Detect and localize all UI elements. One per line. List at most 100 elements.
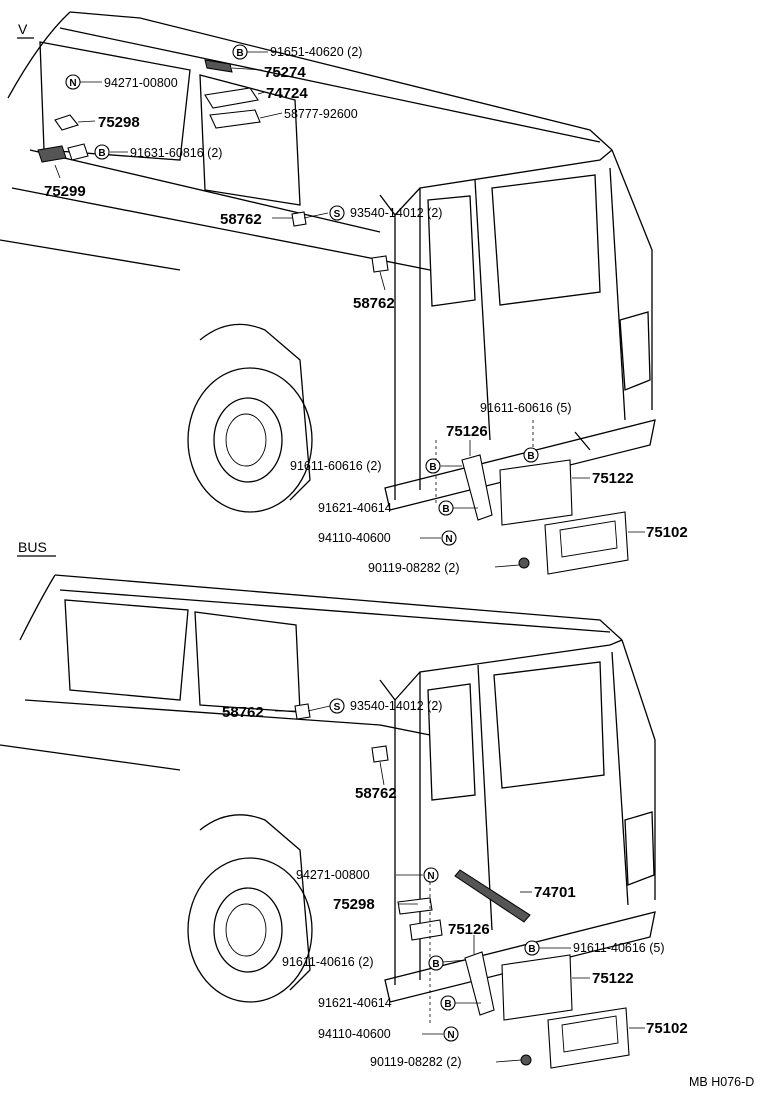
- van-rear-side-window-bus: [194, 611, 301, 713]
- label-94271-v: 94271-00800: [104, 76, 178, 90]
- part-plate-inner-v: [559, 520, 618, 558]
- leaders-v: [54, 51, 645, 568]
- van-wheel-hub-v: [225, 413, 267, 467]
- mark-n-94271-bus: N: [423, 867, 439, 883]
- label-75126-bus: 75126: [448, 921, 490, 938]
- mark-b-91621-v: B: [438, 500, 454, 516]
- label-75299-v: 75299: [44, 183, 86, 200]
- mark-text: N: [69, 78, 76, 89]
- part-plate-75102-v: [544, 511, 629, 575]
- labels-bus: 58762 93540-14012 (2) 58762 94271-00800 …: [222, 699, 688, 1069]
- label-94110-v: 94110-40600: [318, 531, 391, 545]
- van-roof-line-bus: [54, 574, 623, 641]
- van-rear-window-right-v: [491, 174, 601, 306]
- leader-91611b-bus: [442, 959, 467, 963]
- van-rear-wheel-bus: [213, 887, 283, 973]
- van-rear-door-split-bus: [477, 664, 493, 931]
- van-tail-lamp-bus: [624, 811, 655, 886]
- label-91651-v: 91651-40620 (2): [270, 45, 362, 59]
- label-91621-v: 91621-40614: [318, 501, 392, 515]
- label-91611a-v: 91611-60616 (5): [480, 401, 572, 415]
- part-75299-v: [37, 145, 67, 163]
- label-75102-bus: 75102: [646, 1020, 688, 1037]
- mark-b-91611a-bus: B: [524, 940, 540, 956]
- label-90119-bus: 90119-08282 (2): [370, 1055, 462, 1069]
- part-58762b-bus: [371, 745, 389, 763]
- leader-75298-v: [77, 120, 96, 123]
- van-side-trim-v: [29, 149, 381, 233]
- label-91631-v: 91631-60816 (2): [130, 146, 222, 160]
- mark-text: S: [334, 702, 341, 713]
- van-rear-wheel-v: [213, 397, 283, 483]
- label-58762b-v: 58762: [353, 295, 395, 312]
- section-v: V: [0, 11, 688, 575]
- part-bracket-75122-v: [499, 459, 573, 526]
- van-belt-line-v: [11, 187, 431, 271]
- van-wheel-arch-bus: [199, 814, 311, 991]
- part-hinge-75126-bus: [464, 951, 495, 1016]
- mark-s-93540-v: S: [329, 205, 345, 221]
- marks-v: B N B S B B B: [65, 44, 539, 546]
- label-75298-v: 75298: [98, 114, 140, 131]
- van-front-edge-bus: [19, 574, 56, 641]
- van-roof-rail-v: [59, 27, 601, 143]
- label-91611b-v: 91611-60616 (2): [290, 459, 382, 473]
- part-58762b-v: [371, 255, 389, 273]
- mark-n-94271-v: N: [65, 74, 81, 90]
- mark-text: B: [444, 999, 451, 1010]
- label-91611b-bus: 91611-40616 (2): [282, 955, 374, 969]
- leader-74724-v: [257, 91, 266, 95]
- mark-s-93540-bus: S: [329, 698, 345, 714]
- label-75102-v: 75102: [646, 524, 688, 541]
- labels-v: 91651-40620 (2) 75274 94271-00800 74724 …: [44, 45, 688, 575]
- label-75274-v: 75274: [264, 64, 306, 81]
- label-75298-bus: 75298: [333, 896, 375, 913]
- van-rear-right-edge-v: [611, 149, 653, 410]
- parts-v: [37, 59, 629, 575]
- part-bracket-bus: [409, 919, 443, 941]
- label-58762a-v: 58762: [220, 211, 262, 228]
- label-75122-v: 75122: [592, 470, 634, 487]
- leader-93540-v: [303, 212, 329, 219]
- mark-n-94110-v: N: [441, 530, 457, 546]
- part-lamp-74724-v: [204, 87, 259, 109]
- part-bracket-75122-bus: [501, 954, 573, 1021]
- mark-b-91611b-v: B: [425, 458, 441, 474]
- mark-text: B: [98, 148, 105, 159]
- label-58762a-bus: 58762: [222, 704, 264, 721]
- mark-text: B: [442, 504, 449, 515]
- mark-b-91611b-bus: B: [428, 955, 444, 971]
- van-rear-door-right-v: [609, 167, 626, 421]
- part-lens-58777-v: [209, 109, 261, 129]
- part-58762a-bus: [294, 703, 311, 720]
- label-75126-v: 75126: [446, 423, 488, 440]
- van-rear-door-split-v: [474, 179, 491, 441]
- van-lower-body-bus: [0, 744, 181, 771]
- label-74724-v: 74724: [266, 85, 308, 102]
- part-58762a-v: [291, 211, 307, 227]
- van-rear-tire-v: [187, 367, 313, 513]
- mark-b-91611a-v: B: [523, 447, 539, 463]
- marks-bus: S N B B B N: [329, 698, 540, 1042]
- van-rear-window-left-bus: [427, 683, 476, 801]
- figure-id: MB H076-D: [689, 1075, 754, 1089]
- mark-text: N: [427, 871, 434, 882]
- mark-text: N: [447, 1030, 454, 1041]
- section-title-bus: BUS: [18, 539, 47, 555]
- label-90119-v: 90119-08282 (2): [368, 561, 460, 575]
- van-side-window-v: [39, 41, 191, 161]
- section-bus: BUS: [0, 539, 688, 1069]
- part-hinge-75126-v: [461, 454, 493, 521]
- van-wheel-hub-bus: [225, 903, 267, 957]
- label-91611a-bus: 91611-40616 (5): [573, 941, 665, 955]
- mark-text: B: [432, 959, 439, 970]
- part-plate-75102-bus: [547, 1007, 630, 1069]
- van-rear-top-bus: [394, 639, 623, 701]
- van-rear-top-v: [394, 149, 613, 216]
- van-rear-right-edge-bus: [621, 639, 656, 900]
- leader-90119-bus: [495, 1059, 522, 1063]
- leader-58762b-bus: [379, 761, 385, 786]
- van-rear-window-right-bus: [493, 661, 605, 789]
- parts-bus: [294, 703, 630, 1069]
